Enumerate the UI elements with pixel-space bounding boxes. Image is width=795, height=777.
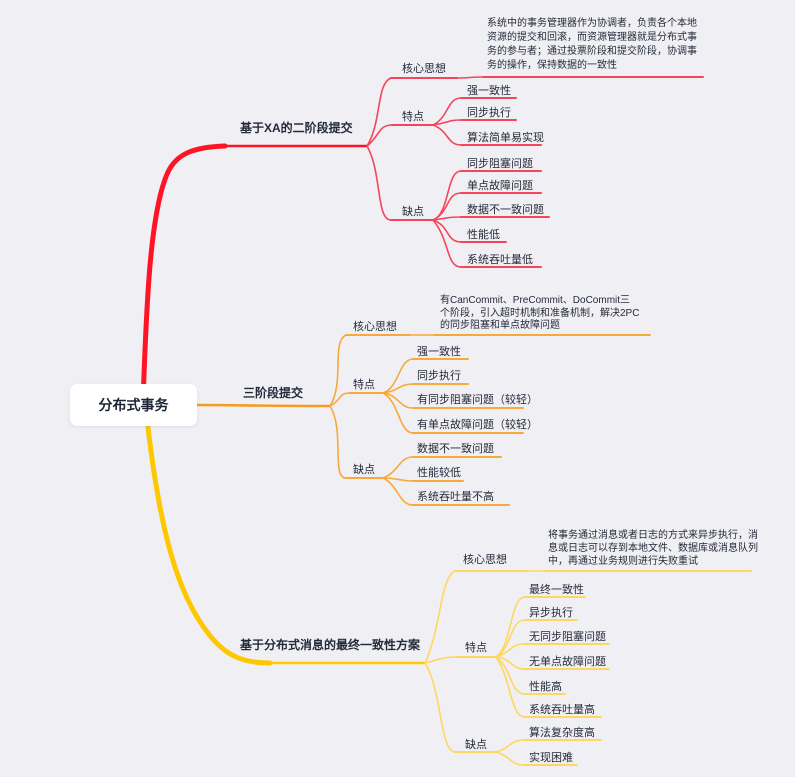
leaf-topic[interactable]: 实现困难: [529, 752, 573, 764]
leaf-topic[interactable]: 性能较低: [417, 467, 461, 479]
leaf-topic[interactable]: 无单点故障问题: [529, 656, 606, 668]
topic-branch1-core[interactable]: 核心思想: [402, 63, 446, 75]
leaf-topic[interactable]: 强一致性: [467, 85, 511, 97]
topic-branch2-drawbacks[interactable]: 缺点: [353, 464, 375, 476]
note-branch3-core[interactable]: 将事务通过消息或者日志的方式来异步执行，消息或日志可以存到本地文件、数据库或消息…: [548, 530, 758, 567]
topic-branch1[interactable]: 基于XA的二阶段提交: [240, 121, 353, 135]
leaf-topic[interactable]: 数据不一致问题: [417, 443, 494, 455]
connector-branch2: [195, 334, 651, 506]
leaf-topic[interactable]: 同步阻塞问题: [467, 158, 533, 170]
leaf-topic[interactable]: 单点故障问题: [467, 180, 533, 192]
leaf-topic[interactable]: 同步执行: [467, 107, 511, 119]
leaf-topic[interactable]: 异步执行: [529, 607, 573, 619]
topic-branch1-drawbacks[interactable]: 缺点: [402, 206, 424, 218]
connector-branch3: [143, 407, 752, 766]
leaf-topic[interactable]: 数据不一致问题: [467, 204, 544, 216]
topic-branch2-features[interactable]: 特点: [353, 379, 375, 391]
leaf-topic[interactable]: 系统吞吐量低: [467, 254, 533, 266]
leaf-topic[interactable]: 无同步阻塞问题: [529, 631, 606, 643]
leaf-topic[interactable]: 算法简单易实现: [467, 132, 544, 144]
leaf-topic[interactable]: 系统吞吐量不高: [417, 491, 494, 503]
leaf-topic[interactable]: 算法复杂度高: [529, 727, 595, 739]
leaf-topic[interactable]: 同步执行: [417, 370, 461, 382]
root-topic[interactable]: 分布式事务: [70, 384, 197, 426]
leaf-topic[interactable]: 有单点故障问题（较轻）: [417, 419, 538, 431]
leaf-topic[interactable]: 强一致性: [417, 346, 461, 358]
topic-branch1-features[interactable]: 特点: [402, 111, 424, 123]
topic-branch3-core[interactable]: 核心思想: [463, 554, 507, 566]
leaf-topic[interactable]: 有同步阻塞问题（较轻）: [417, 394, 538, 406]
topic-branch3-drawbacks[interactable]: 缺点: [465, 739, 487, 751]
connector-branch1: [140, 76, 704, 403]
leaf-topic[interactable]: 性能高: [529, 681, 562, 693]
topic-branch3[interactable]: 基于分布式消息的最终一致性方案: [240, 638, 421, 652]
leaf-topic[interactable]: 性能低: [467, 229, 500, 241]
leaf-topic[interactable]: 最终一致性: [529, 584, 584, 596]
note-branch1-core[interactable]: 系统中的事务管理器作为协调者，负责各个本地资源的提交和回滚，而资源管理器就是分布…: [487, 18, 697, 71]
leaf-topic[interactable]: 系统吞吐量高: [529, 704, 595, 716]
note-branch2-core[interactable]: 有CanCommit、PreCommit、DoCommit三个阶段，引入超时机制…: [440, 295, 640, 331]
topic-branch2-core[interactable]: 核心思想: [353, 321, 397, 333]
root-topic-label: 分布式事务: [98, 397, 169, 413]
topic-branch2[interactable]: 三阶段提交: [243, 386, 304, 400]
topic-branch3-features[interactable]: 特点: [465, 642, 487, 654]
